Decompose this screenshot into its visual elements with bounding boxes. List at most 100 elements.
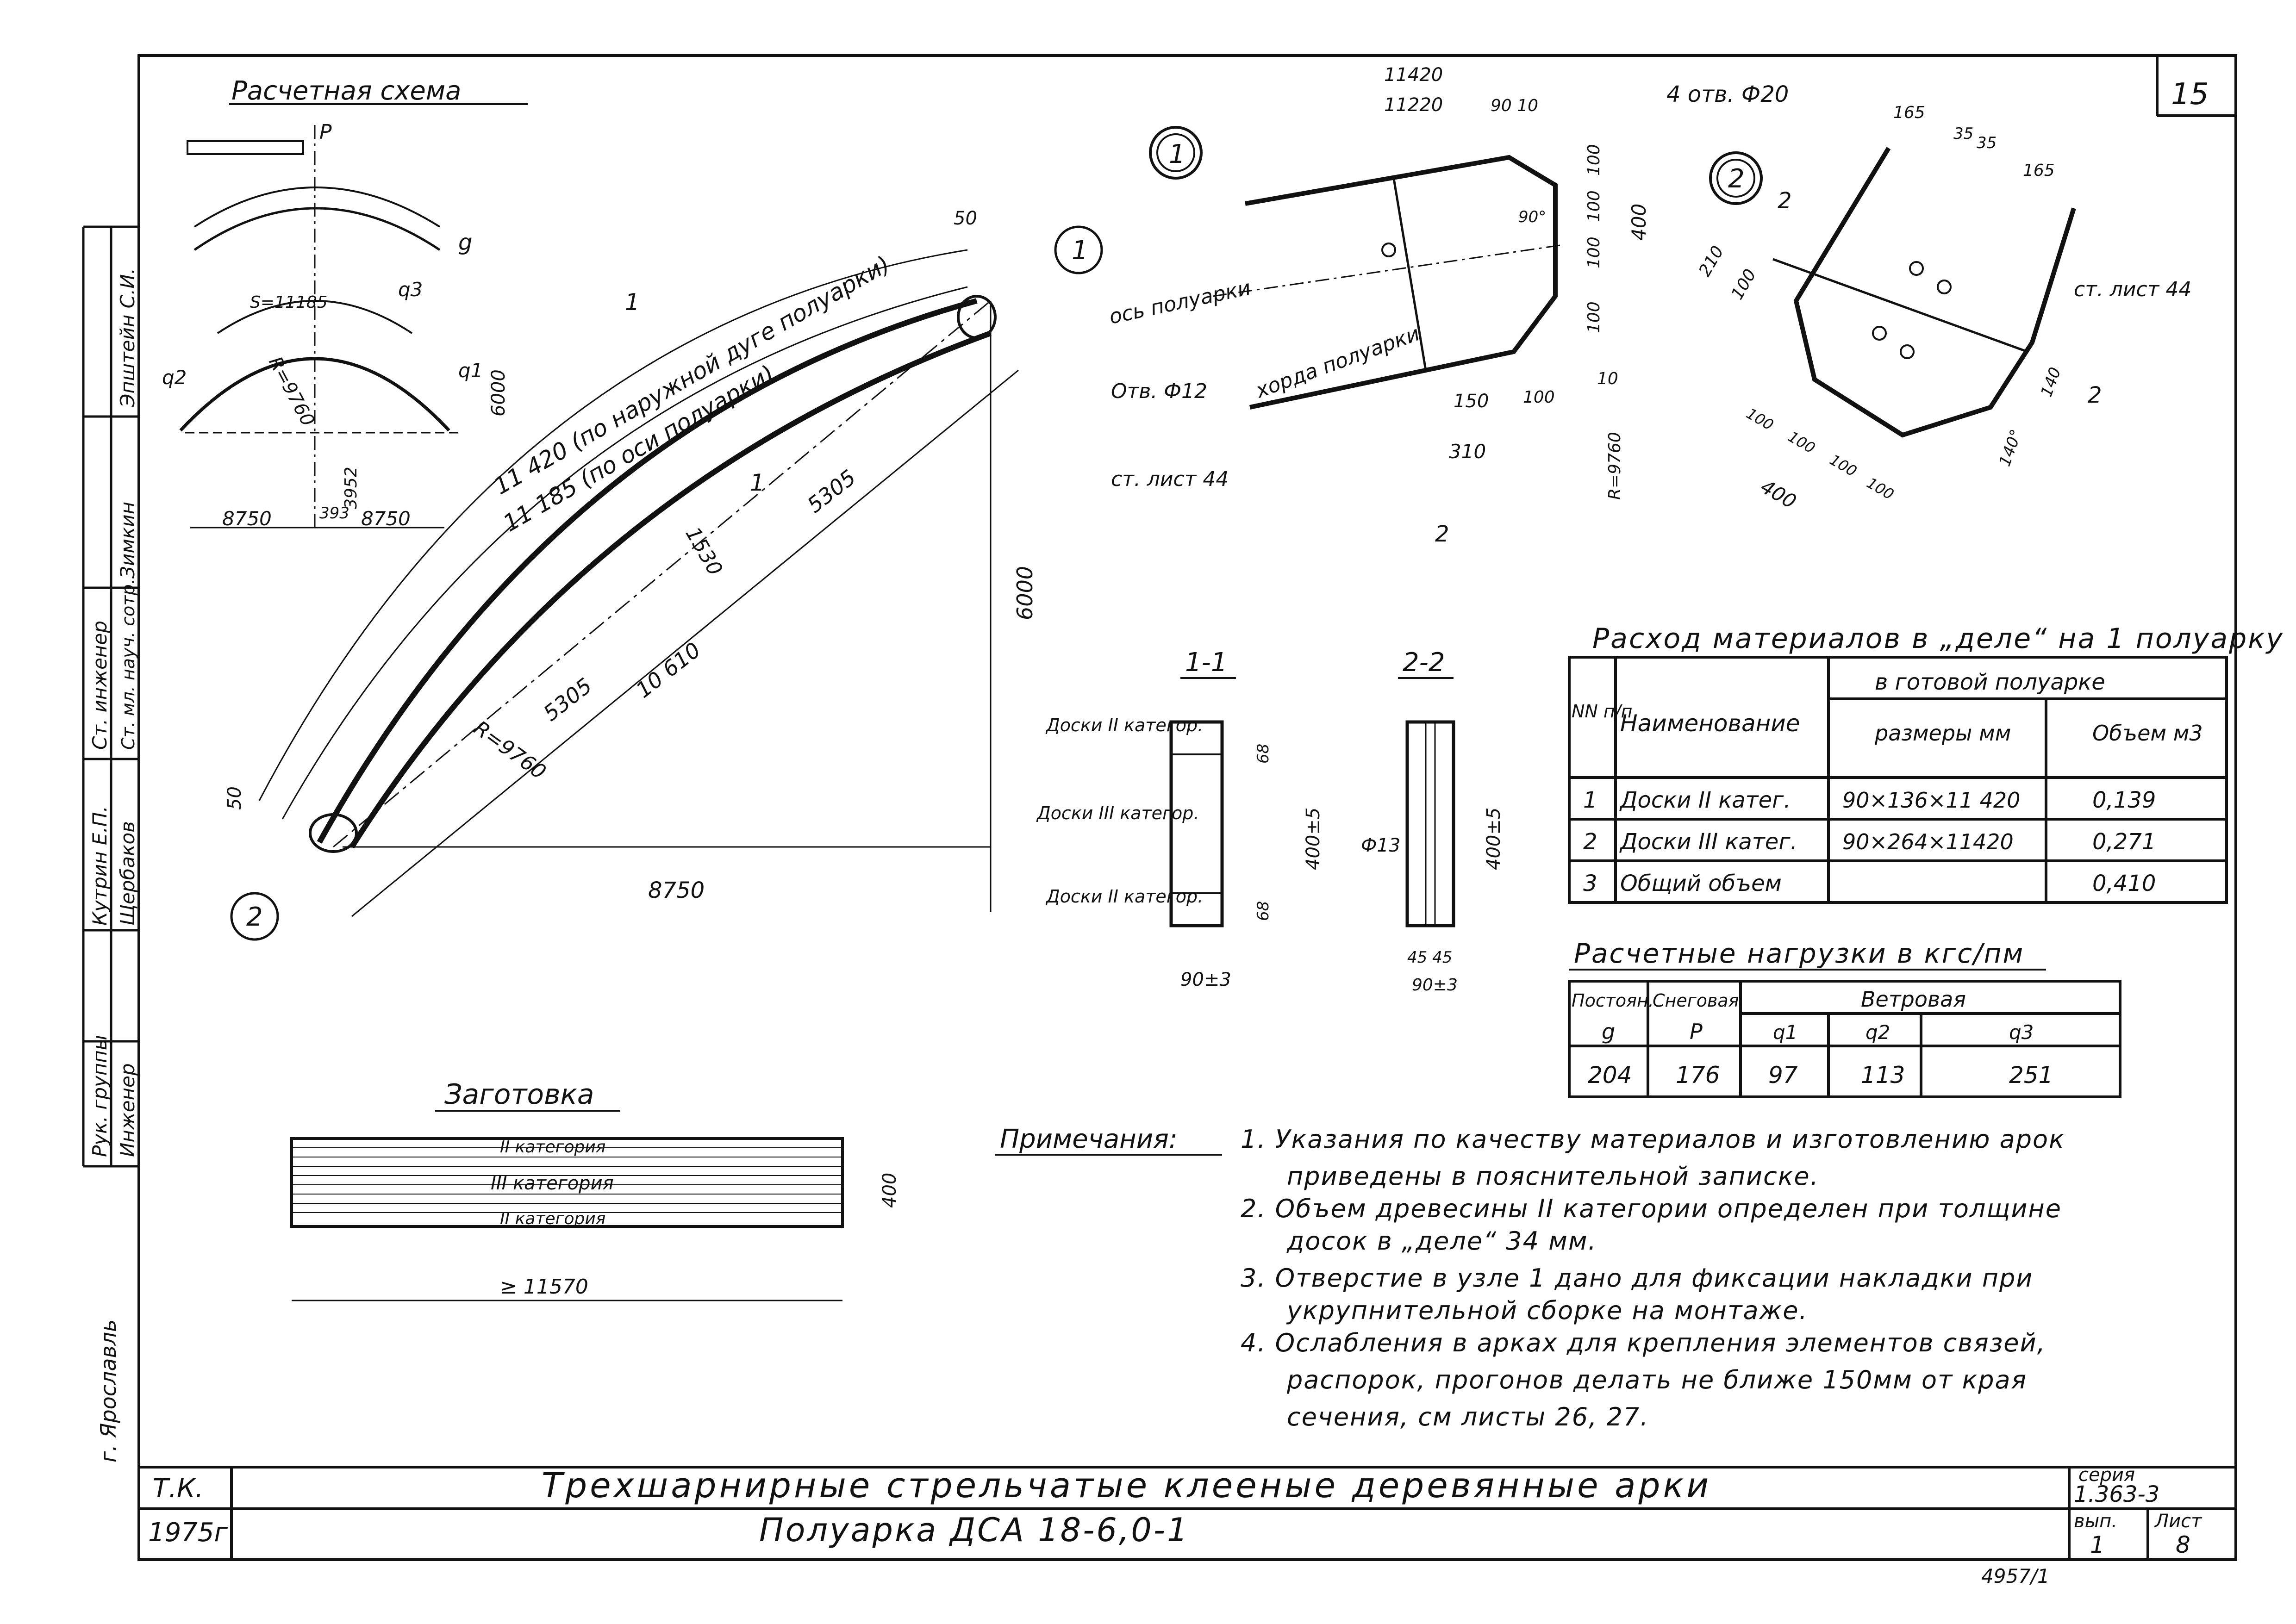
series-label: серия: [2078, 1464, 2135, 1486]
h-6000: 6000: [488, 369, 509, 417]
row1-size: 90×136×11 420: [1842, 788, 2020, 813]
loads-table: Расчетные нагрузки в кгс/пм Постоян. Сне…: [1568, 938, 2121, 1098]
node2-sec2b: 2: [2088, 382, 2102, 408]
dim-5305-a: 5305: [803, 465, 861, 518]
node1-d10: 10: [1597, 369, 1618, 388]
series-value: 1.363-3: [2074, 1481, 2159, 1507]
calc-schema: Расчетная схема P g S=11185 q3 q2 q1 R=9…: [162, 76, 528, 530]
node1-d400: 400: [1628, 204, 1650, 241]
dim-45-45: 45 45: [1407, 948, 1452, 967]
row1-no: 1: [1583, 787, 1597, 813]
node1-detail: 1 11420 11220 90 10 100 100 100 100 400 …: [1107, 64, 1650, 547]
notes-title: Примечания:: [1000, 1124, 1178, 1154]
stamp-name-3: Эпштейн С.И.: [116, 268, 139, 408]
dim-phi13: Ф13: [1361, 835, 1400, 856]
note-line-8: распорок, прогонов делать не ближе 150мм…: [1286, 1365, 2027, 1394]
blank-cat2-bottom: II категория: [500, 1209, 605, 1228]
dim-400-a: 400±5: [1303, 808, 1324, 870]
issue-value: 1: [2090, 1531, 2105, 1558]
row1-vol: 0,139: [2092, 787, 2156, 813]
dim-1530: 1530: [680, 523, 727, 579]
span-right: 8750: [361, 507, 411, 530]
node1-d100e: 100: [1523, 388, 1555, 407]
dim-8750: 8750: [648, 877, 705, 903]
row1-name: Доски II катег.: [1619, 787, 1791, 813]
note-line-3: 2. Объем древесины II категории определе…: [1241, 1194, 2062, 1223]
row2-no: 2: [1583, 829, 1597, 855]
half-arch-view: 1 2 11 420 (по наружной дуге полуарки) 1…: [224, 208, 1103, 941]
loads-sym-q3: q3: [2009, 1021, 2034, 1044]
dim-68b: 68: [1254, 901, 1273, 921]
node2-holes: 4 отв. Ф20: [1666, 81, 1789, 107]
section-mark-1b: 1: [750, 469, 765, 496]
dim-5305-b: 5305: [539, 673, 597, 726]
node2-sec2a: 2: [1778, 188, 1792, 214]
stamp-role-3: Ст. инженер: [88, 621, 111, 750]
loads-sym-P: P: [1690, 1019, 1703, 1044]
footer-number: 4957/1: [1981, 1565, 2050, 1587]
stamp-city: г. Ярославль: [96, 1319, 121, 1462]
col-group: в готовой полуарке: [1875, 669, 2105, 695]
note-line-2: приведены в пояснительной записке.: [1287, 1162, 1819, 1191]
org-code: Т.К.: [153, 1474, 204, 1504]
dim-68a: 68: [1254, 744, 1273, 764]
note-line-1: 1. Указания по качеству материалов и изг…: [1241, 1125, 2065, 1154]
loads-title: Расчетные нагрузки в кгс/пм: [1574, 938, 2024, 969]
node2-d400: 400: [1757, 475, 1800, 513]
loads-sym-q1: q1: [1773, 1021, 1797, 1044]
col-no: NN п/п: [1572, 701, 1632, 722]
stamp-role-4: Ст. мл. науч. сотр.: [118, 579, 138, 750]
loads-sym-g: g: [1602, 1019, 1615, 1044]
loads-val-q2: 113: [1861, 1062, 1905, 1089]
loads-sym-q2: q2: [1866, 1021, 1890, 1044]
dim-90-a: 90±3: [1180, 969, 1231, 990]
sheet-label: Лист: [2154, 1511, 2202, 1532]
blank-height: 400: [879, 1173, 900, 1208]
notes: Примечания: 1. Указания по качеству мате…: [995, 1124, 2065, 1431]
materials-table: Расход материалов в „деле“ на 1 полуарку…: [1568, 622, 2283, 904]
blank-length: ≥ 11570: [500, 1275, 588, 1299]
node2-d35a: 35: [1953, 124, 1973, 143]
node2-b4: 100: [1864, 474, 1897, 503]
dim-90-b: 90±3: [1412, 976, 1458, 995]
dim-6000: 6000: [1012, 566, 1037, 620]
section-mark-1a: 1: [625, 289, 640, 316]
arch-outer: [317, 298, 978, 844]
node2-d210: 210: [1695, 243, 1728, 280]
node1-d100b: 100: [1585, 190, 1603, 222]
col-vol: Объем м3: [2092, 721, 2203, 746]
dim-393: 393: [319, 504, 349, 523]
stamp-name-4: Зимкин: [116, 502, 139, 579]
sheet-subtitle: Полуарка ДСА 18-6,0-1: [759, 1511, 1190, 1549]
node2-sheet: ст. лист 44: [2074, 278, 2191, 301]
sections: 1-1 Доски II категор. Доски III категор.…: [1036, 647, 1504, 995]
side-stamp: [82, 225, 139, 1168]
node1-d310: 310: [1449, 440, 1486, 463]
section-1-1-title: 1-1: [1185, 647, 1227, 678]
node1-d11220: 11220: [1384, 94, 1443, 116]
node1-d100c: 100: [1585, 236, 1603, 268]
dim-R: R=9760: [469, 716, 550, 784]
node2-b3: 100: [1827, 451, 1860, 480]
node2-d140a: 140: [2037, 365, 2065, 399]
col-name: Наименование: [1620, 710, 1800, 737]
node1-d90-10: 90 10: [1491, 96, 1538, 115]
row3-no: 3: [1583, 871, 1597, 896]
node2-circle-num: 2: [1728, 164, 1745, 194]
row2-name: Доски III катег.: [1619, 829, 1797, 855]
node2-b2: 100: [1785, 428, 1818, 457]
S-label: S=11185: [250, 293, 328, 312]
stamp-name-2: Щербаков: [116, 821, 139, 926]
node1-d100d: 100: [1585, 301, 1603, 333]
boards-2-top: Доски II категор.: [1045, 715, 1203, 735]
node1-d100a: 100: [1585, 144, 1603, 176]
note-line-9: сечения, см листы 26, 27.: [1287, 1402, 1649, 1431]
blank-view: Заготовка II категория III категория II …: [290, 1078, 900, 1301]
loads-h-snow: Снеговая: [1653, 990, 1739, 1011]
row3-vol: 0,410: [2092, 871, 2156, 896]
issue-label: вып.: [2074, 1511, 2117, 1532]
q2-label: q2: [162, 366, 187, 389]
row3-name: Общий объем: [1620, 871, 1782, 896]
loads-val-P: 176: [1676, 1062, 1720, 1089]
